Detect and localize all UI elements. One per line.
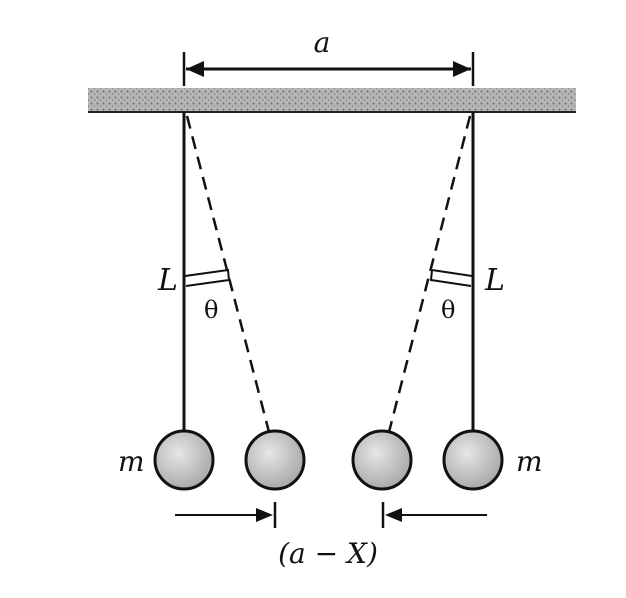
gap-label: (a − X) bbox=[278, 537, 378, 570]
string-right-deflected bbox=[387, 115, 472, 433]
angle-label-left: θ bbox=[204, 296, 218, 324]
bob-right-deflected bbox=[351, 429, 413, 491]
angle-label-right: θ bbox=[441, 296, 455, 324]
angle-arc-left bbox=[184, 268, 231, 287]
string-left-deflected bbox=[185, 115, 271, 433]
angle-arc-right bbox=[429, 268, 473, 287]
bob-right-equilibrium bbox=[442, 429, 504, 491]
gap-arrowhead-right bbox=[385, 508, 402, 522]
bob-left-deflected bbox=[244, 429, 306, 491]
mass-label-left: m bbox=[118, 445, 145, 478]
separation-arrowhead-left bbox=[186, 61, 204, 77]
separation-label: a bbox=[314, 26, 331, 59]
mass-label-right: m bbox=[516, 445, 543, 478]
length-label-right: L bbox=[484, 263, 505, 298]
separation-arrowhead-right bbox=[453, 61, 471, 77]
ceiling bbox=[88, 88, 576, 112]
bob-left-equilibrium bbox=[153, 429, 215, 491]
length-label-left: L bbox=[157, 263, 178, 298]
gap-arrowhead-left bbox=[256, 508, 273, 522]
